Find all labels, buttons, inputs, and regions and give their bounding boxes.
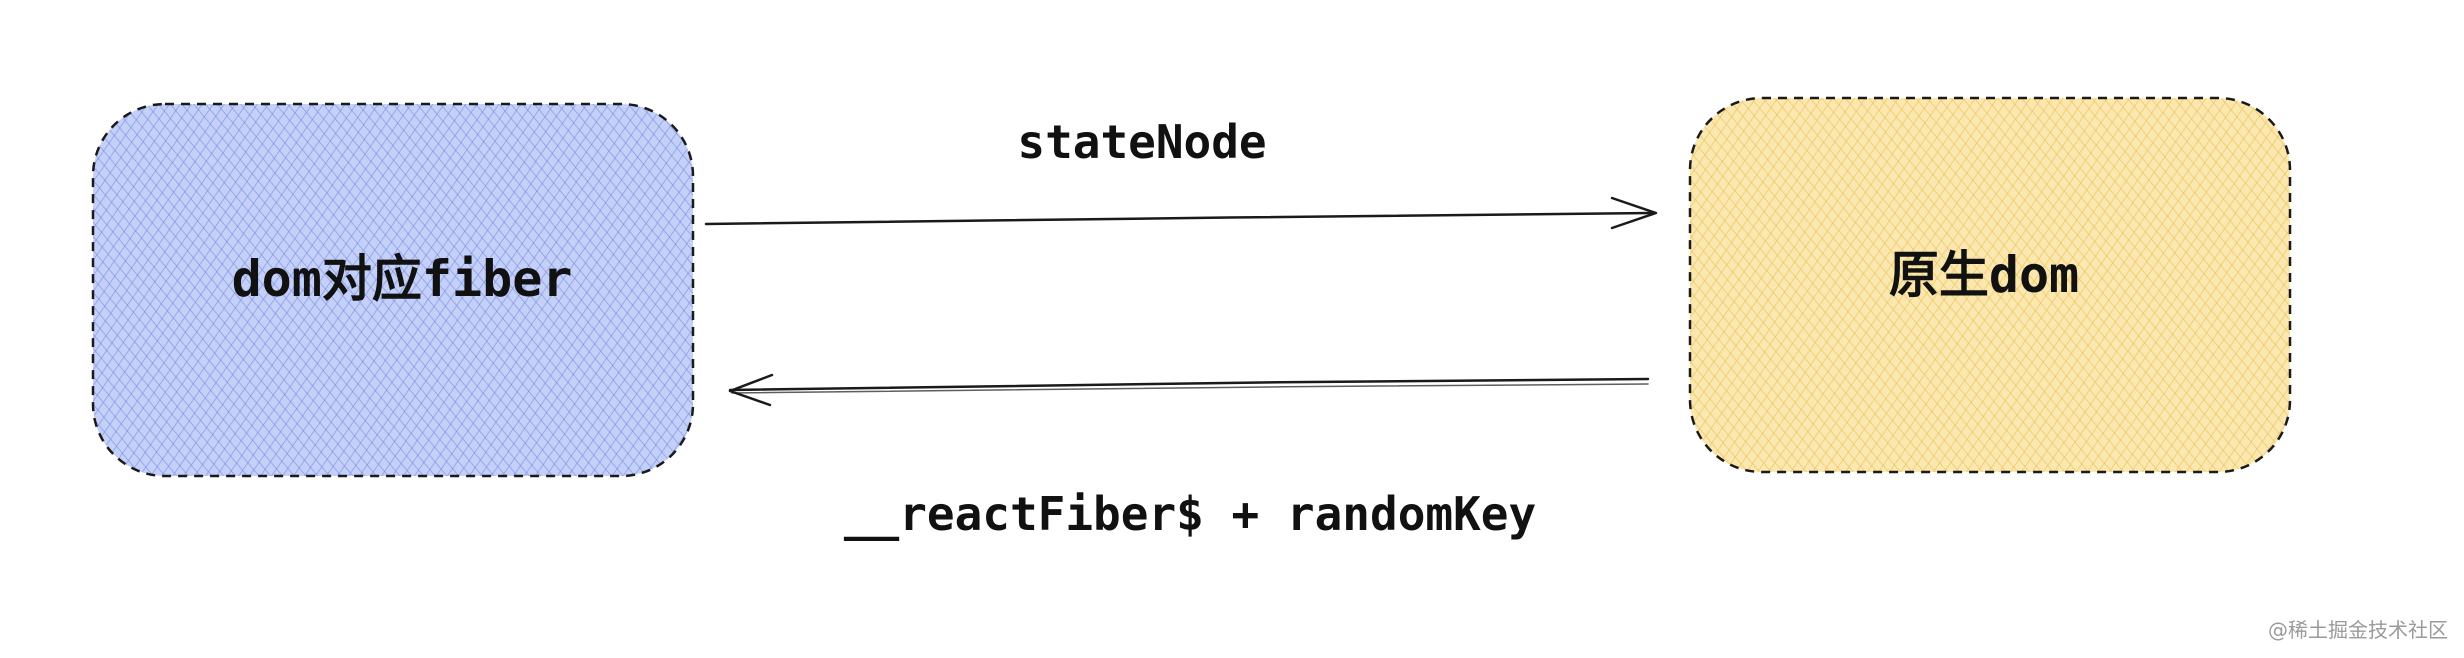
- edge-reactfiber-label: __reactFiber$ + randomKey: [844, 487, 1536, 541]
- dom-node: 原生dom: [1688, 96, 2292, 474]
- edge-statenode-line: [704, 211, 1657, 226]
- edge-reactfiber-arrowhead: [728, 373, 774, 407]
- fiber-node-border: [91, 102, 695, 478]
- edge-reactfiber-line: [728, 377, 1650, 392]
- dom-node-hatch-cross: [1690, 98, 2290, 472]
- watermark-text: @稀土掘金技术社区: [2268, 618, 2448, 642]
- edge-reactfiber-line-sketch: [731, 383, 1649, 394]
- fiber-node-hatch-cross: [93, 104, 693, 476]
- fiber-node: dom对应fiber: [91, 102, 695, 478]
- edge-statenode-arrowhead: [1610, 196, 1658, 230]
- edge-statenode: stateNode: [704, 115, 1658, 230]
- edge-reactfiber: __reactFiber$ + randomKey: [728, 373, 1650, 541]
- edge-statenode-label: stateNode: [1017, 115, 1266, 169]
- fiber-node-label: dom对应fiber: [232, 250, 573, 308]
- dom-node-border: [1688, 96, 2292, 474]
- dom-node-label: 原生dom: [1889, 246, 2079, 304]
